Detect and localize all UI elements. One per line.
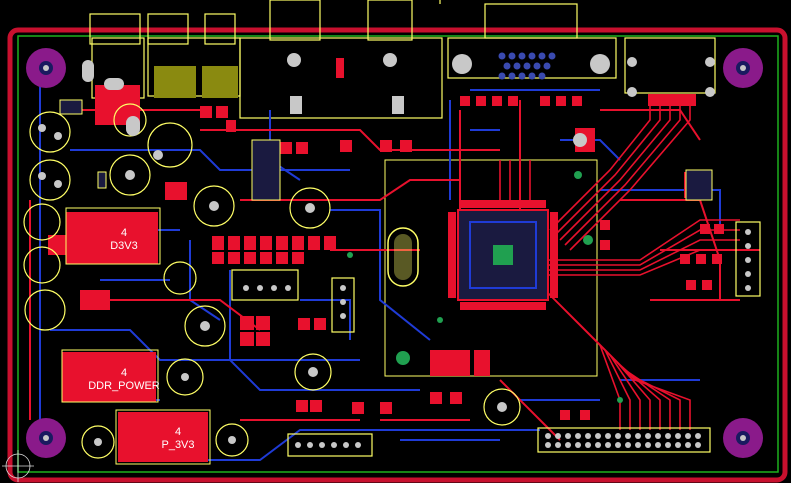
origin-marker xyxy=(2,450,34,482)
ic-packages xyxy=(59,99,713,201)
regulator-u2-pin: 4 xyxy=(121,367,127,379)
mcu-silkscreen-box xyxy=(384,159,598,377)
mounting-hole-icon xyxy=(723,48,763,88)
large-connector-pads xyxy=(82,53,715,147)
mcu-pins xyxy=(448,200,558,310)
mounting-hole-icon xyxy=(26,48,66,88)
mcu-chip xyxy=(457,209,549,301)
regulator-u3-label: P_3V3 xyxy=(161,439,194,451)
regulator-u1-pin: 4 xyxy=(121,227,127,239)
via-icon xyxy=(347,171,623,403)
board-outline xyxy=(7,27,788,483)
small-header-pins xyxy=(243,229,751,448)
regulator-u3: 4 P_3V3 xyxy=(115,409,211,465)
bottom-header-pins xyxy=(545,433,701,448)
crystal-icon xyxy=(387,227,419,287)
small-headers xyxy=(231,221,761,457)
regulator-u2-label: DDR_POWER xyxy=(88,380,160,392)
regulator-u3-pin: 4 xyxy=(175,426,181,438)
fanout-bus-traces xyxy=(499,100,740,430)
db-connector-pins xyxy=(498,52,556,80)
copper-pours xyxy=(48,85,208,462)
regulator-u1: 4 D3V3 xyxy=(65,207,161,265)
regulator-u1-label: D3V3 xyxy=(110,240,138,252)
mounting-hole-icon xyxy=(26,418,66,458)
bottom-pin-header xyxy=(537,427,711,453)
electrolytic-capacitor-icon xyxy=(23,103,521,459)
capacitor-pads xyxy=(38,124,507,446)
power-jack-pads xyxy=(154,66,238,98)
regulator-u2: 4 DDR_POWER xyxy=(61,349,160,403)
keepout-line xyxy=(17,35,779,473)
mounting-hole-icon xyxy=(723,418,763,458)
